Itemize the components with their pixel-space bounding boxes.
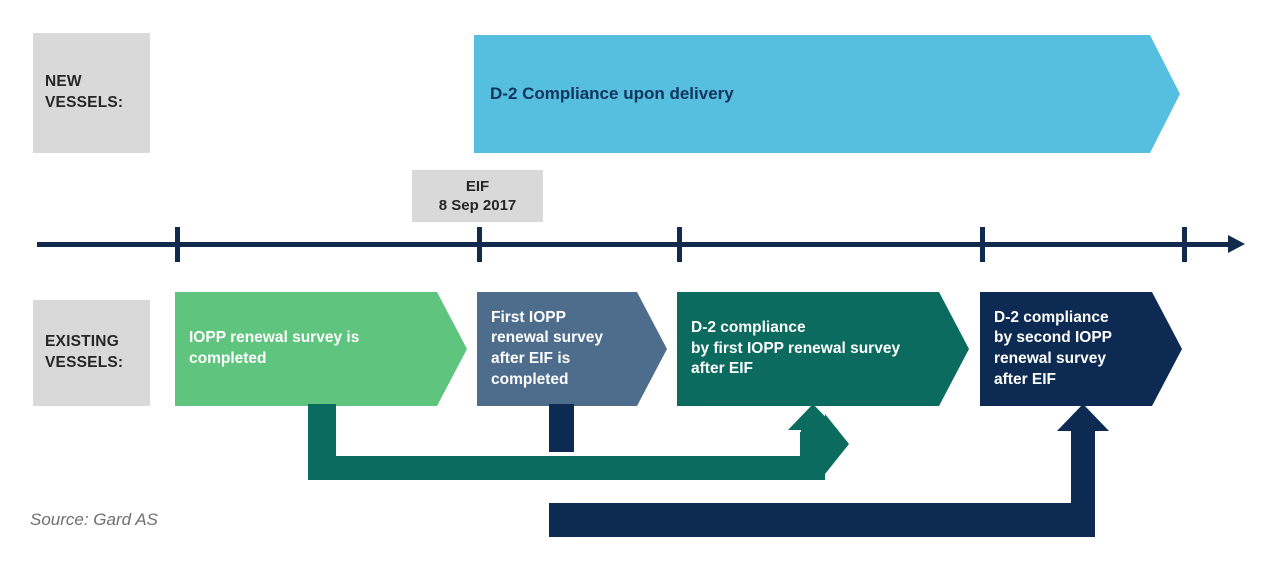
category-label-new-vessels: NEW VESSELS: bbox=[33, 33, 150, 153]
timeline-arrowhead-icon bbox=[1228, 235, 1245, 253]
arrow-d2-by-first-iopp: D-2 compliance by first IOPP renewal sur… bbox=[677, 292, 969, 406]
source-note: Source: Gard AS bbox=[30, 510, 158, 529]
arrow-new-vessel-shape bbox=[474, 35, 1180, 153]
eif-marker: EIF 8 Sep 2017 bbox=[412, 170, 543, 222]
eif-date: 8 Sep 2017 bbox=[438, 197, 517, 214]
arrow-new-vessel-label: D-2 Compliance upon delivery bbox=[490, 83, 734, 103]
arrow-d2-by-second-iopp-label: D-2 compliance by second IOPP renewal su… bbox=[994, 308, 1113, 388]
arrow-first-iopp-label: First IOPP renewal survey after EIF is c… bbox=[491, 308, 604, 388]
arrow-first-iopp-shape bbox=[477, 292, 667, 406]
arrow-iopp-renewal-completed: IOPP renewal survey is completed bbox=[175, 292, 467, 406]
timeline-tick-5 bbox=[1182, 227, 1187, 262]
connector-navy-shape bbox=[549, 404, 1109, 537]
arrow-d2-second-shape bbox=[980, 292, 1182, 406]
arrow-new-vessel-compliance: D-2 Compliance upon delivery bbox=[474, 35, 1180, 153]
arrow-d2-by-first-iopp-label: D-2 compliance by first IOPP renewal sur… bbox=[691, 319, 901, 378]
timeline-tick-3 bbox=[677, 227, 682, 262]
timeline-tick-2 bbox=[477, 227, 482, 262]
timeline-tick-1 bbox=[175, 227, 180, 262]
timeline-tick-4 bbox=[980, 227, 985, 262]
arrow-iopp-renewal-label: IOPP renewal survey is completed bbox=[189, 329, 360, 367]
connector-first-iopp-to-d2-second bbox=[549, 404, 1119, 539]
arrow-d2-by-second-iopp: D-2 compliance by second IOPP renewal su… bbox=[980, 292, 1182, 406]
eif-title: EIF bbox=[465, 177, 490, 195]
connector-iopp-to-d2-first bbox=[308, 404, 868, 486]
timeline-axis bbox=[37, 242, 1233, 247]
arrow-first-iopp-after-eif: First IOPP renewal survey after EIF is c… bbox=[477, 292, 667, 406]
connector-teal-shape bbox=[308, 404, 849, 480]
category-label-existing-vessels: EXISTING VESSELS: bbox=[33, 300, 150, 406]
arrow-d2-first-shape bbox=[677, 292, 969, 406]
arrow-iopp-renewal-shape bbox=[175, 292, 467, 406]
